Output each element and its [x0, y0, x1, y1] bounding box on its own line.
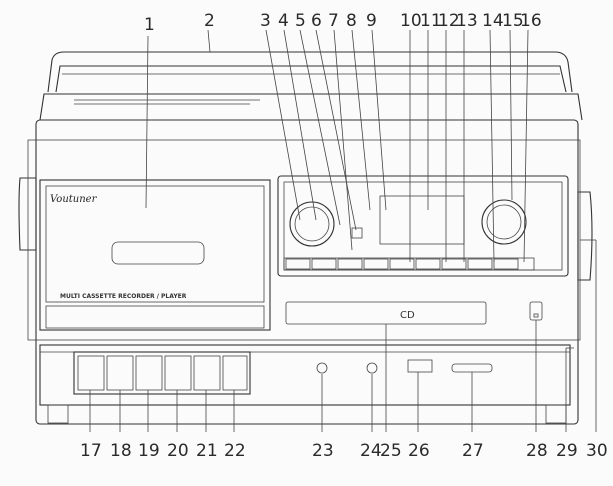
callout-12: 12	[438, 11, 460, 31]
function-button-strip	[285, 258, 519, 270]
bottom-panel	[39, 344, 571, 424]
callout-25: 25	[380, 441, 402, 461]
deck-rewind-button	[135, 355, 163, 391]
turntable-lid	[39, 51, 583, 121]
brand-logo: Voutuner	[50, 194, 98, 205]
radio-button-4	[363, 258, 389, 270]
radio-button-9	[493, 258, 519, 270]
switch-26	[407, 359, 433, 373]
slider-27	[451, 363, 493, 373]
callout-3: 3	[260, 11, 271, 31]
callout-11: 11	[420, 11, 442, 31]
callout-7: 7	[328, 11, 339, 31]
radio-button-6	[415, 258, 441, 270]
callout-10: 10	[400, 11, 422, 31]
callout-28: 28	[526, 441, 548, 461]
callout-16: 16	[520, 11, 542, 31]
callout-6: 6	[311, 11, 322, 31]
callout-30: 30	[586, 441, 608, 461]
callouts-top: 1 2 3 4 5 6 7 8 9 10 11 12 13 14 15 16	[144, 11, 542, 35]
callout-18: 18	[110, 441, 132, 461]
callout-22: 22	[224, 441, 246, 461]
jack-24	[366, 362, 378, 374]
callout-2: 2	[204, 11, 215, 31]
callout-1: 1	[144, 15, 155, 35]
callout-21: 21	[196, 441, 218, 461]
callout-26: 26	[408, 441, 430, 461]
radio-button-5	[389, 258, 415, 270]
radio-button-8	[467, 258, 493, 270]
callout-8: 8	[346, 11, 357, 31]
callouts-bottom: 17 18 19 20 21 22 23 24 25 26 27 28 29 3…	[80, 441, 608, 461]
deck-play-button	[106, 355, 134, 391]
radio-button-7	[441, 258, 467, 270]
callout-17: 17	[80, 441, 102, 461]
callout-9: 9	[366, 11, 377, 31]
recorder-label: MULTI CASSETTE RECORDER / PLAYER	[60, 293, 187, 300]
deck-record-button	[77, 355, 105, 391]
callout-15: 15	[502, 11, 524, 31]
radio-button-3	[337, 258, 363, 270]
callout-14: 14	[482, 11, 504, 31]
radio-button-2	[311, 258, 337, 270]
callout-27: 27	[462, 441, 484, 461]
callout-29: 29	[556, 441, 578, 461]
callout-5: 5	[295, 11, 306, 31]
cd-label: CD	[400, 310, 415, 321]
callout-23: 23	[312, 441, 334, 461]
deck-stop-eject-button	[193, 355, 221, 391]
main-body	[18, 119, 593, 425]
callout-13: 13	[456, 11, 478, 31]
cassette-panel	[39, 179, 271, 331]
radio-button-1	[285, 258, 311, 270]
callout-20: 20	[167, 441, 189, 461]
deck-pause-button	[222, 355, 248, 391]
deck-ffwd-button	[164, 355, 192, 391]
jack-23	[316, 362, 328, 374]
radio-panel	[277, 175, 569, 277]
callout-4: 4	[278, 11, 289, 31]
callout-24: 24	[360, 441, 382, 461]
callout-19: 19	[138, 441, 160, 461]
leader-lines	[89, 29, 597, 432]
